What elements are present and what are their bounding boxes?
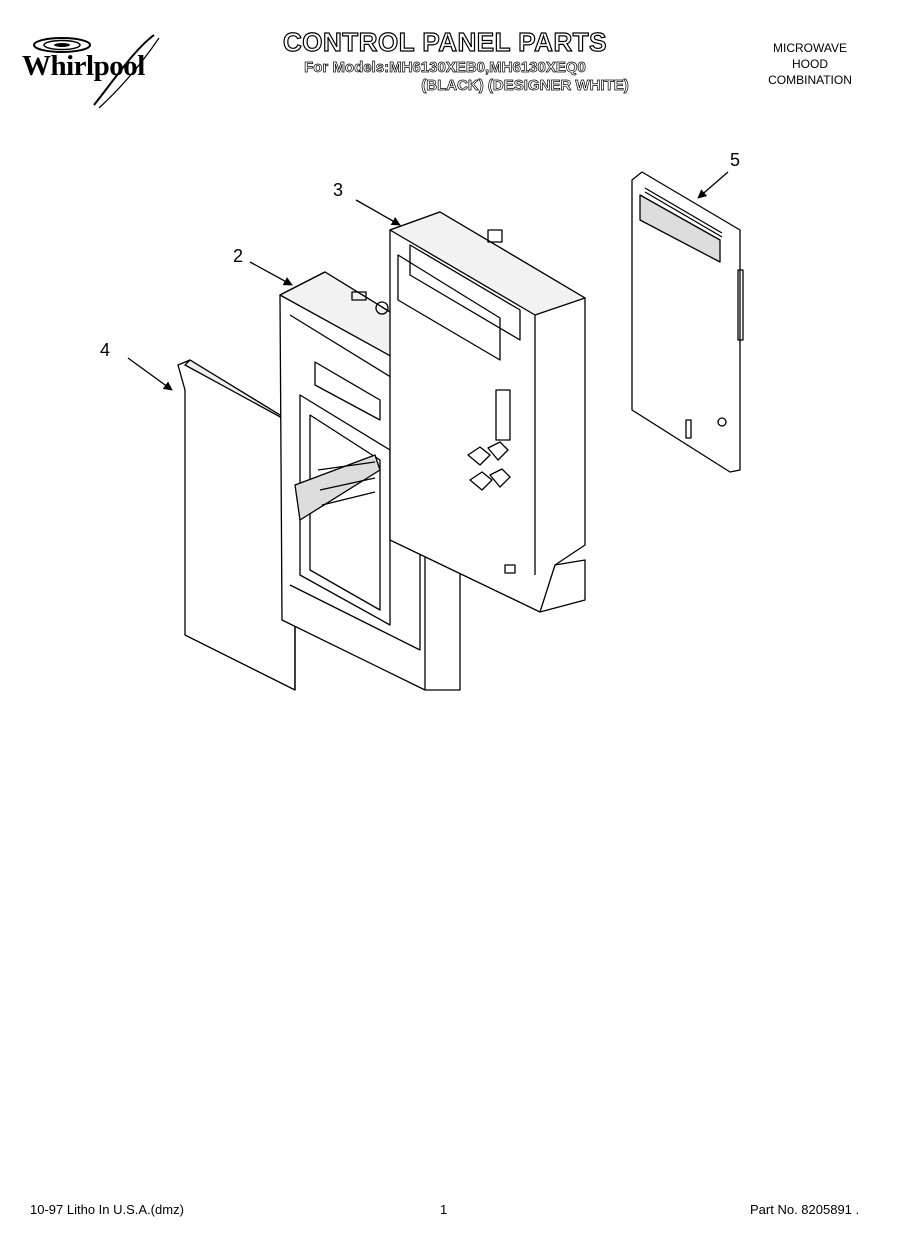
exploded-parts-diagram: 2 3 4 5: [100, 150, 744, 691]
model-numbers: For Models:MH6130XEB0,MH6130XEQ0: [304, 59, 586, 77]
product-category: MICROWAVE HOOD COMBINATION: [745, 40, 875, 88]
leader-arrow-2: [249, 261, 293, 286]
callout-3: 3: [333, 180, 343, 200]
page-number: 1: [440, 1202, 448, 1217]
leader-arrow-5: [697, 171, 729, 199]
whirlpool-logo-swirl-icon: [33, 34, 160, 109]
part-5-circuit-board: [631, 171, 744, 473]
model-colors: (BLACK) (DESIGNER WHITE): [421, 77, 629, 95]
callout-2: 2: [233, 246, 243, 266]
callout-5: 5: [730, 150, 740, 170]
page-title: CONTROL PANEL PARTS: [282, 26, 607, 57]
litho-note: 10-97 Litho In U.S.A.(dmz): [30, 1202, 184, 1217]
part-3-control-housing: [389, 211, 586, 613]
part-4-overlay-panel: [177, 359, 296, 691]
leader-arrow-4: [127, 357, 173, 391]
callout-4: 4: [100, 340, 110, 360]
part-number: Part No. 8205891 .: [750, 1202, 860, 1217]
brand-name: Whirlpool: [22, 50, 145, 82]
leader-arrow-3: [355, 199, 401, 226]
category-line-3: COMBINATION: [768, 73, 852, 87]
category-line-1: MICROWAVE: [773, 41, 847, 55]
category-line-2: HOOD: [792, 57, 828, 71]
